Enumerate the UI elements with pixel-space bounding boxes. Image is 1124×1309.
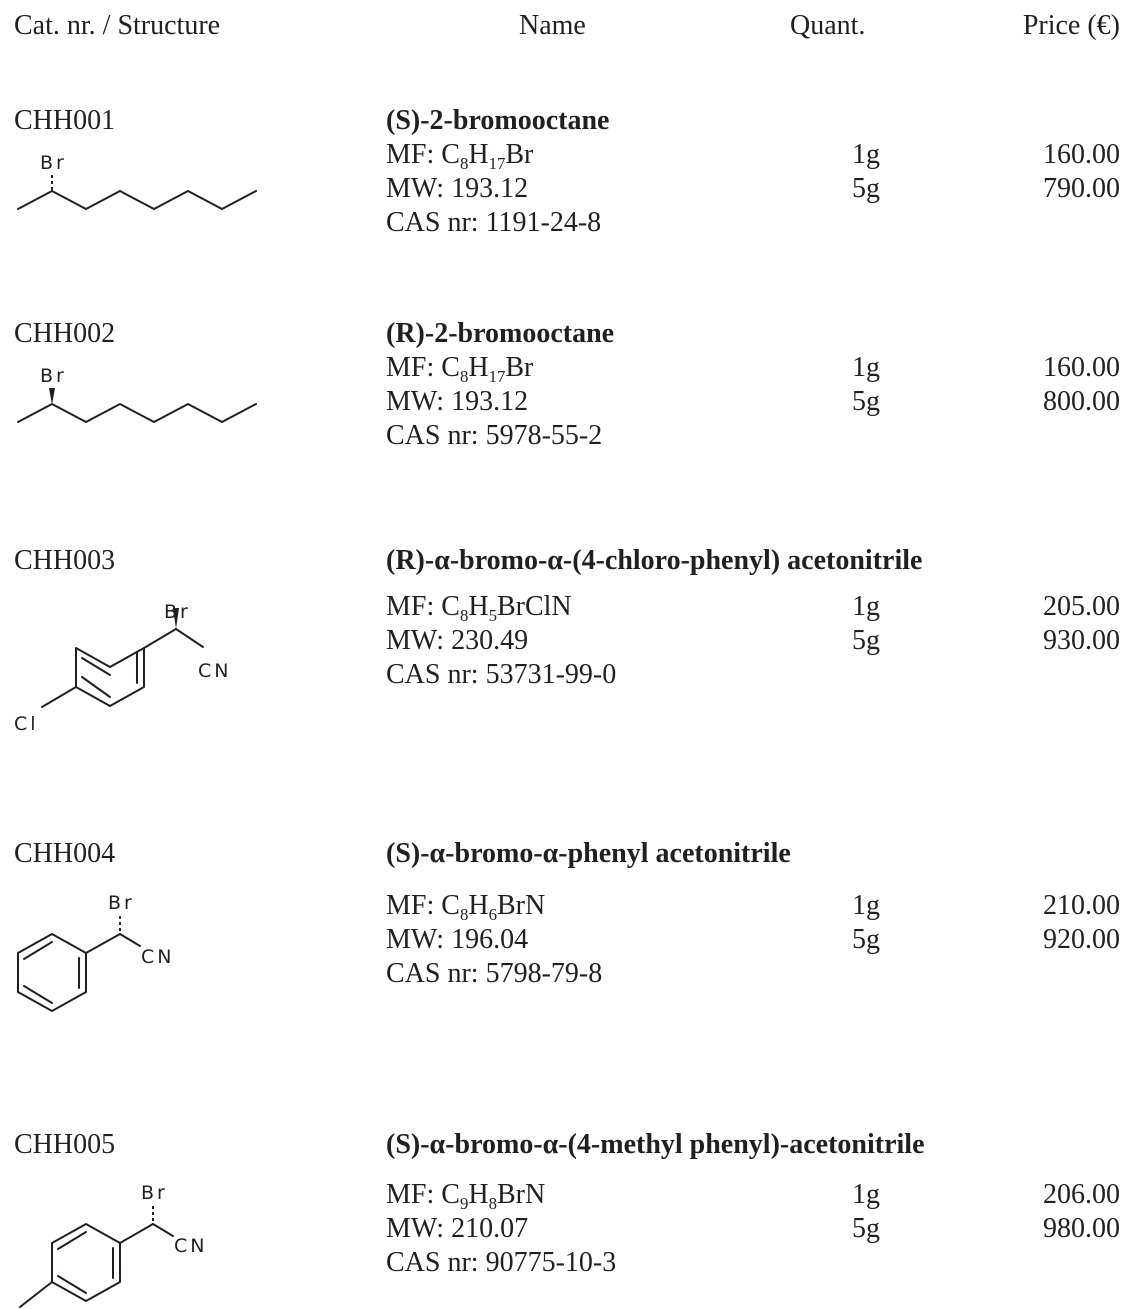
molecular-formula: MF: C8H17Br [386,139,534,173]
formula-element: H [468,352,489,383]
formula-element: BrN [496,890,546,921]
formula-subscript: 17 [488,153,506,173]
cas-number: CAS nr: 1191-24-8 [386,207,602,238]
formula-subscript: 8 [459,366,469,386]
compound-name: (R)-α-bromo-α-(4-chloro-phenyl) acetonit… [386,545,923,576]
formula-element: H [468,890,489,921]
price: 920.00 [1043,924,1120,955]
formula-element: BrClN [496,591,572,622]
molecular-weight: MW: 196.04 [386,924,529,955]
atom-label-cn: CN [174,1235,207,1257]
quantity: 1g [852,1179,880,1210]
quantity: 5g [852,924,880,955]
formula-subscript: 17 [488,366,506,386]
atom-label-cn: CN [141,946,174,968]
molecular-formula: MF: C8H5BrClN [386,591,572,625]
formula-subscript: 8 [459,605,469,625]
price: 160.00 [1043,139,1120,170]
column-header-name: Name [519,10,586,41]
molecular-weight: MW: 193.12 [386,386,529,417]
quantity: 5g [852,173,880,204]
formula-element: BrN [496,1179,546,1210]
structure-drawing: Br [17,152,257,210]
formula-subscript: 8 [459,153,469,173]
molecular-weight: MW: 230.49 [386,625,529,656]
price: 210.00 [1043,890,1120,921]
molecular-formula: MF: C8H6BrN [386,890,546,924]
atom-label-br: Br [40,152,67,174]
structure-drawing: Br CN [17,892,174,1012]
atom-label-br: Br [40,365,67,387]
quantity: 1g [852,352,880,383]
catalog-number: CHH003 [14,545,116,576]
quantity: 5g [852,386,880,417]
compound-name: (S)-α-bromo-α-(4-methyl phenyl)-acetonit… [386,1129,925,1160]
column-header-cat: Cat. nr. / Structure [14,10,221,41]
cas-number: CAS nr: 53731-99-0 [386,659,617,690]
formula-element: H [468,139,489,170]
product-entry-2: CHH002 Br (R)-2-bromooctane MF: C8H17Br … [0,318,1124,578]
molecular-formula: MF: C9H8BrN [386,1179,546,1213]
catalog-number: CHH004 [14,838,116,869]
column-header-price: Price (€) [1022,10,1120,41]
formula-element: C [441,591,460,622]
atom-label-br: Br [141,1182,168,1204]
formula-element: C [441,1179,460,1210]
quantity: 1g [852,890,880,921]
cas-number: CAS nr: 90775-10-3 [386,1247,617,1278]
product-entry-4: CHH004 Br CN (S)-α-bromo-α-phenyl aceton… [0,838,1124,1098]
quantity: 5g [852,625,880,656]
quantity: 5g [852,1213,880,1244]
catalog-number: CHH002 [14,318,116,349]
price: 800.00 [1043,386,1120,417]
column-header-quant: Quant. [790,10,866,41]
formula-element: C [441,352,460,383]
quantity: 1g [852,591,880,622]
compound-name: (S)-2-bromooctane [386,105,610,136]
price: 206.00 [1043,1179,1120,1210]
formula-element: Br [505,352,534,383]
structure-drawing: Br [17,365,257,423]
catalog-number: CHH001 [14,105,116,136]
formula-subscript: 5 [488,605,497,625]
formula-element: H [468,1179,489,1210]
formula-element: Br [505,139,534,170]
molecular-weight: MW: 210.07 [386,1213,529,1244]
cas-number: CAS nr: 5978-55-2 [386,420,603,451]
atom-label-cn: CN [198,660,231,682]
formula-element: C [441,139,460,170]
formula-element: C [441,890,460,921]
formula-subscript: 6 [488,904,497,924]
price: 160.00 [1043,352,1120,383]
product-entry-3: CHH003 Br CN Cl (R)-α-bromo-α-(4-chloro-… [0,545,1124,805]
product-entry-5: CHH005 Br CN (S)-α-bromo-α-(4-methyl phe… [0,1129,1124,1308]
compound-name: (S)-α-bromo-α-phenyl acetonitrile [386,838,791,869]
catalog-number: CHH005 [14,1129,116,1160]
atom-label-cl: Cl [14,713,39,735]
atom-label-br: Br [108,892,135,914]
structure-drawing: Br CN Cl [14,601,231,735]
formula-subscript: 8 [459,904,469,924]
price: 790.00 [1043,173,1120,204]
price: 930.00 [1043,625,1120,656]
quantity: 1g [852,139,880,170]
compound-name: (R)-2-bromooctane [386,318,615,349]
atom-label-br: Br [164,601,191,623]
product-entry-1: CHH001 Br (S)-2-bromooctane MF: C8H17Br … [0,105,1124,365]
molecular-formula: MF: C8H17Br [386,352,534,386]
molecular-weight: MW: 193.12 [386,173,529,204]
cas-number: CAS nr: 5798-79-8 [386,958,603,989]
formula-subscript: 8 [488,1193,497,1213]
price: 205.00 [1043,591,1120,622]
price: 980.00 [1043,1213,1120,1244]
structure-drawing: Br CN [19,1182,207,1308]
formula-subscript: 9 [459,1193,469,1213]
formula-element: H [468,591,489,622]
